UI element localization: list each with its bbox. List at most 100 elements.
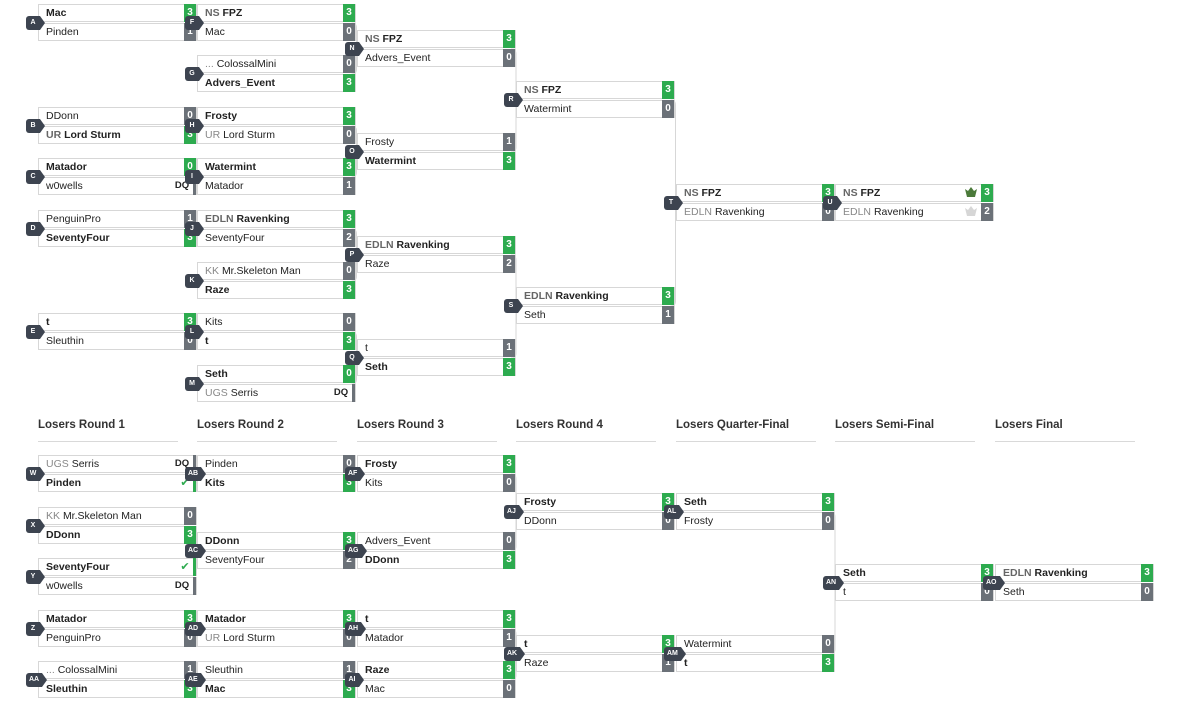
participant-name: Watermint [365, 153, 483, 169]
participant-row[interactable]: SeventyFour✔ [38, 558, 197, 576]
match-id-badge: K [185, 274, 204, 288]
match-id-badge: U [823, 196, 842, 210]
player-name: Mac [365, 683, 385, 695]
team-prefix: UGS [205, 387, 228, 399]
score-value: 3 [343, 107, 355, 125]
match-id-badge: G [185, 67, 204, 81]
score-value: 1 [662, 306, 674, 324]
participant-name: Watermint [524, 101, 642, 117]
result-bar [193, 455, 196, 473]
dq-label: DQ [333, 387, 349, 398]
round-title: Losers Semi-Final [835, 419, 935, 431]
score-value: 3 [343, 158, 355, 176]
match-id-badge: AK [504, 647, 526, 661]
participant-row[interactable]: Pinden✔ [38, 474, 197, 492]
participant-name: Raze [365, 256, 483, 272]
score-value: 3 [662, 81, 674, 99]
player-name: Frosty [205, 110, 238, 122]
participant-row[interactable]: Frosty 3 [197, 107, 356, 125]
